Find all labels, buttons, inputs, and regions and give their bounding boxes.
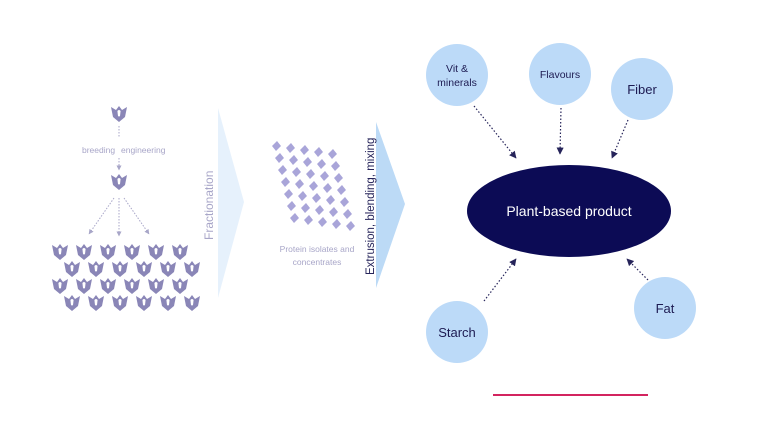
vit-minerals-circle [426, 44, 488, 106]
flavours-arrow [556, 107, 564, 155]
protein-diamond [287, 201, 296, 211]
fiber-label: Fiber [627, 82, 657, 97]
pea-icon [148, 244, 164, 260]
breeding-label: breeding [82, 145, 115, 155]
protein-diamond [323, 183, 332, 193]
protein-diamond [303, 157, 312, 167]
protein-diamond [328, 149, 337, 159]
protein-diamond [332, 219, 341, 229]
pea-icon [76, 244, 92, 260]
protein-diamond [334, 173, 343, 183]
protein-diamond [318, 217, 327, 227]
protein-diamond [281, 177, 290, 187]
protein-diamond [304, 215, 313, 225]
protein-diamond [284, 189, 293, 199]
flavours-label: Flavours [540, 69, 580, 81]
protein-diamond [312, 193, 321, 203]
protein-diamond [286, 143, 295, 153]
protein-diamond [340, 197, 349, 207]
protein-diamond [298, 191, 307, 201]
protein-diamond [272, 141, 281, 151]
pea-icon-top [111, 106, 127, 122]
pea-icon [124, 244, 140, 260]
pea-icon [136, 261, 152, 277]
engineering-label: engineering [121, 145, 166, 155]
pea-icon [64, 261, 80, 277]
pea-icon [160, 261, 176, 277]
protein-diamond [317, 159, 326, 169]
starch-label: Starch [438, 325, 476, 340]
pea-icon [172, 244, 188, 260]
dotted-arrow-right [123, 197, 150, 235]
pea-icon [100, 244, 116, 260]
vit-label-line1: Vit & [446, 63, 468, 75]
protein-diamond [300, 145, 309, 155]
pea-icon [112, 261, 128, 277]
extrusion-chevron [376, 122, 405, 288]
protein-diamond [343, 209, 352, 219]
protein-diamond [329, 207, 338, 217]
pea-icon [88, 261, 104, 277]
pea-icon-middle [111, 174, 127, 190]
protein-diamond [306, 169, 315, 179]
pea-icon [88, 295, 104, 311]
protein-diamond [314, 147, 323, 157]
protein-diamond [337, 185, 346, 195]
protein-diamond [292, 167, 301, 177]
protein-diamond [278, 165, 287, 175]
protein-diamond [289, 155, 298, 165]
protein-diamond [315, 205, 324, 215]
dotted-arrow-left [88, 197, 115, 235]
protein-diamond [320, 171, 329, 181]
pea-icon [52, 278, 68, 294]
fat-arrow [626, 258, 649, 281]
pea-icon [112, 295, 128, 311]
pea-icon [148, 278, 164, 294]
pea-icon [184, 295, 200, 311]
protein-diamond [331, 161, 340, 171]
pea-icon [172, 278, 188, 294]
pea-icon [76, 278, 92, 294]
protein-diamond [275, 153, 284, 163]
pea-icon [184, 261, 200, 277]
protein-diamond [326, 195, 335, 205]
starch-circle [426, 301, 488, 363]
fat-label: Fat [656, 301, 675, 316]
extrusion-label: Extrusion, blending, mixing [365, 138, 377, 275]
pea-icon [124, 278, 140, 294]
protein-label-line1: Protein isolates and [280, 244, 355, 254]
fiber-arrow [611, 119, 629, 159]
fractionation-chevron [218, 108, 244, 298]
pea-icon [52, 244, 68, 260]
protein-diamond [346, 221, 355, 231]
protein-label-line2: concentrates [293, 257, 342, 267]
fractionation-label: Fractionation [202, 171, 216, 240]
flavours-circle [529, 43, 591, 105]
pea-icon [64, 295, 80, 311]
vit-arrow [473, 105, 517, 159]
starch-arrow [483, 258, 517, 302]
pea-grid [52, 244, 200, 311]
pea-icon [160, 295, 176, 311]
protein-diamond-grid [272, 141, 355, 231]
protein-diamond [301, 203, 310, 213]
plant-based-product-ellipse [467, 165, 671, 257]
fat-circle [634, 277, 696, 339]
protein-diamond [295, 179, 304, 189]
plant-based-product-label: Plant-based product [506, 203, 631, 219]
protein-diamond [290, 213, 299, 223]
pea-icon [136, 295, 152, 311]
protein-diamond [309, 181, 318, 191]
pea-icon [100, 278, 116, 294]
fiber-circle [611, 58, 673, 120]
vit-label-line2: minerals [437, 77, 477, 89]
